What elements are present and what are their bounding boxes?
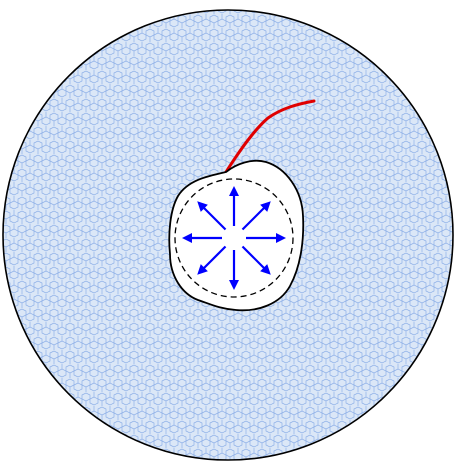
diagram-canvas [0, 0, 456, 476]
